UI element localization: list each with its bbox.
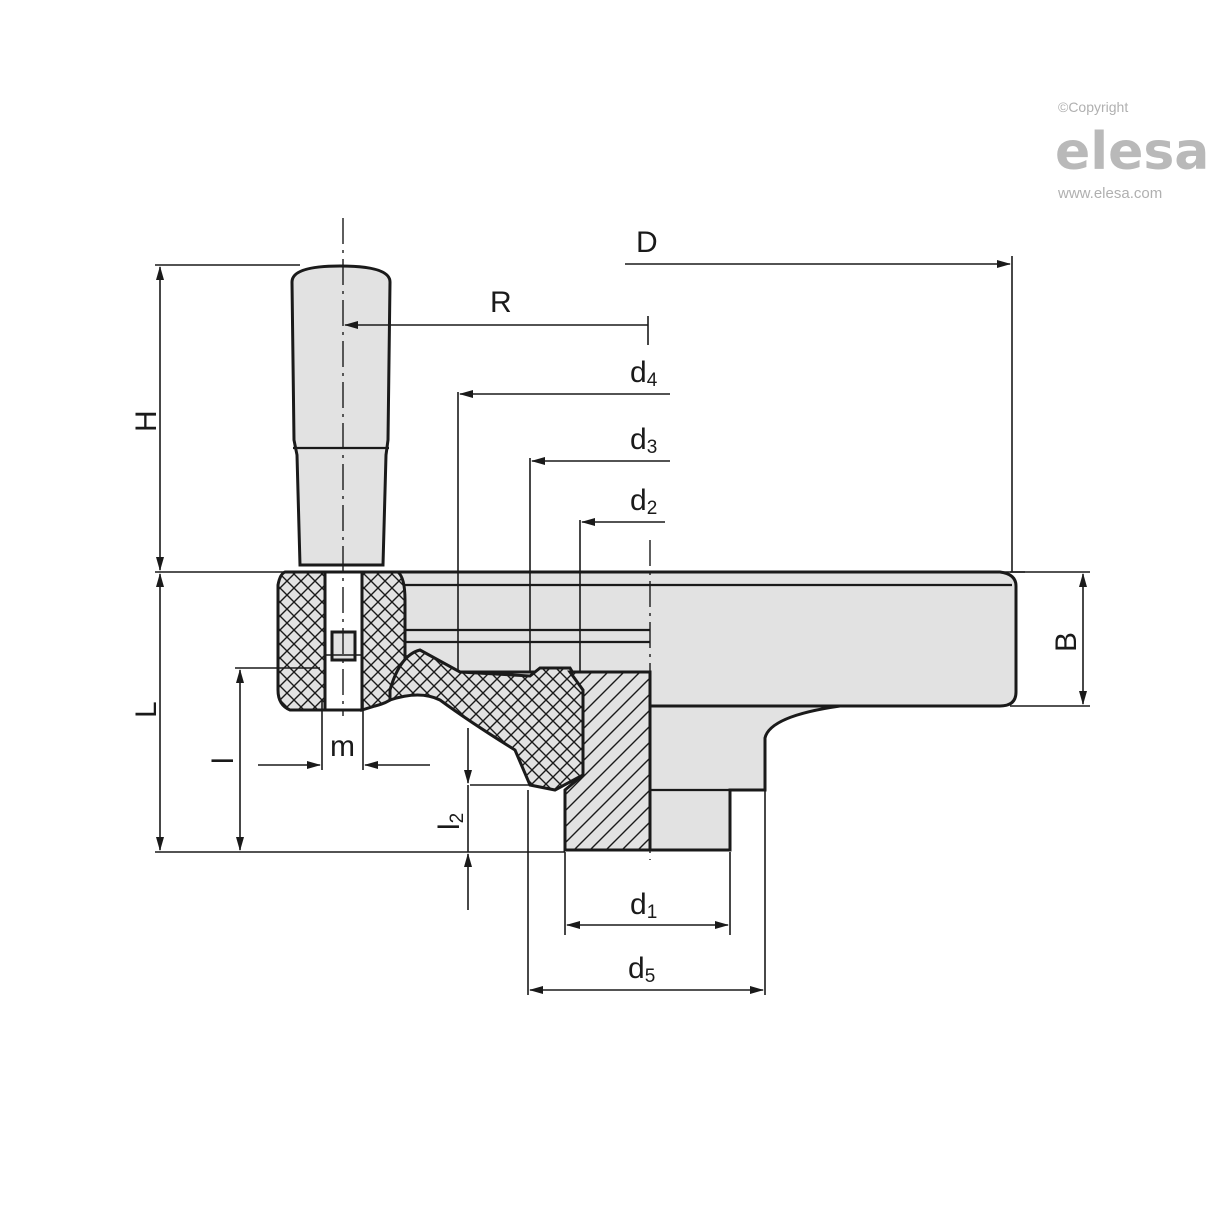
label-L: L xyxy=(130,701,163,718)
hub-chamfer xyxy=(563,838,650,852)
label-d5-sub: 5 xyxy=(645,966,656,987)
crank-handle xyxy=(290,264,392,567)
label-d4-base: d xyxy=(630,356,647,389)
label-d4: d4 xyxy=(630,356,658,391)
label-d3-sub: 3 xyxy=(647,437,658,458)
label-l2: l2 xyxy=(433,813,468,830)
label-B: B xyxy=(1050,632,1083,652)
copyright-text: ©Copyright xyxy=(1058,99,1128,115)
label-d1: d1 xyxy=(630,888,657,923)
dimension-lines xyxy=(156,260,1087,994)
label-D: D xyxy=(636,226,658,259)
handle-grip xyxy=(290,264,392,567)
label-d1-base: d xyxy=(630,888,647,921)
website-text: www.elesa.com xyxy=(1057,185,1162,202)
label-R: R xyxy=(490,286,512,319)
dimension-labels: D R d4 d3 d2 H L l B m l2 d1 d5 xyxy=(130,226,1083,987)
label-d3-base: d xyxy=(630,423,647,456)
label-d5-base: d xyxy=(628,952,645,985)
hub-section xyxy=(563,670,652,852)
label-d2-sub: 2 xyxy=(647,498,658,519)
hub-body xyxy=(648,704,841,852)
label-H: H xyxy=(130,410,163,432)
spoke-section xyxy=(388,648,585,792)
label-d2-base: d xyxy=(630,484,647,517)
center-lines xyxy=(342,218,651,860)
label-l2-sub: 2 xyxy=(447,813,468,824)
label-l2-base: l xyxy=(433,823,466,830)
label-m: m xyxy=(330,730,355,763)
label-d1-sub: 1 xyxy=(647,902,658,923)
extension-lines xyxy=(155,256,1090,995)
logo-wordmark: elesa xyxy=(1055,122,1209,182)
elesa-logo: ©Copyright elesa www.elesa.com xyxy=(1055,99,1209,202)
label-l: l xyxy=(207,757,240,764)
label-d5: d5 xyxy=(628,952,655,987)
label-d4-sub: 4 xyxy=(647,370,658,391)
label-d3: d3 xyxy=(630,423,657,458)
rim-section-left xyxy=(276,570,327,712)
label-d2: d2 xyxy=(630,484,657,519)
